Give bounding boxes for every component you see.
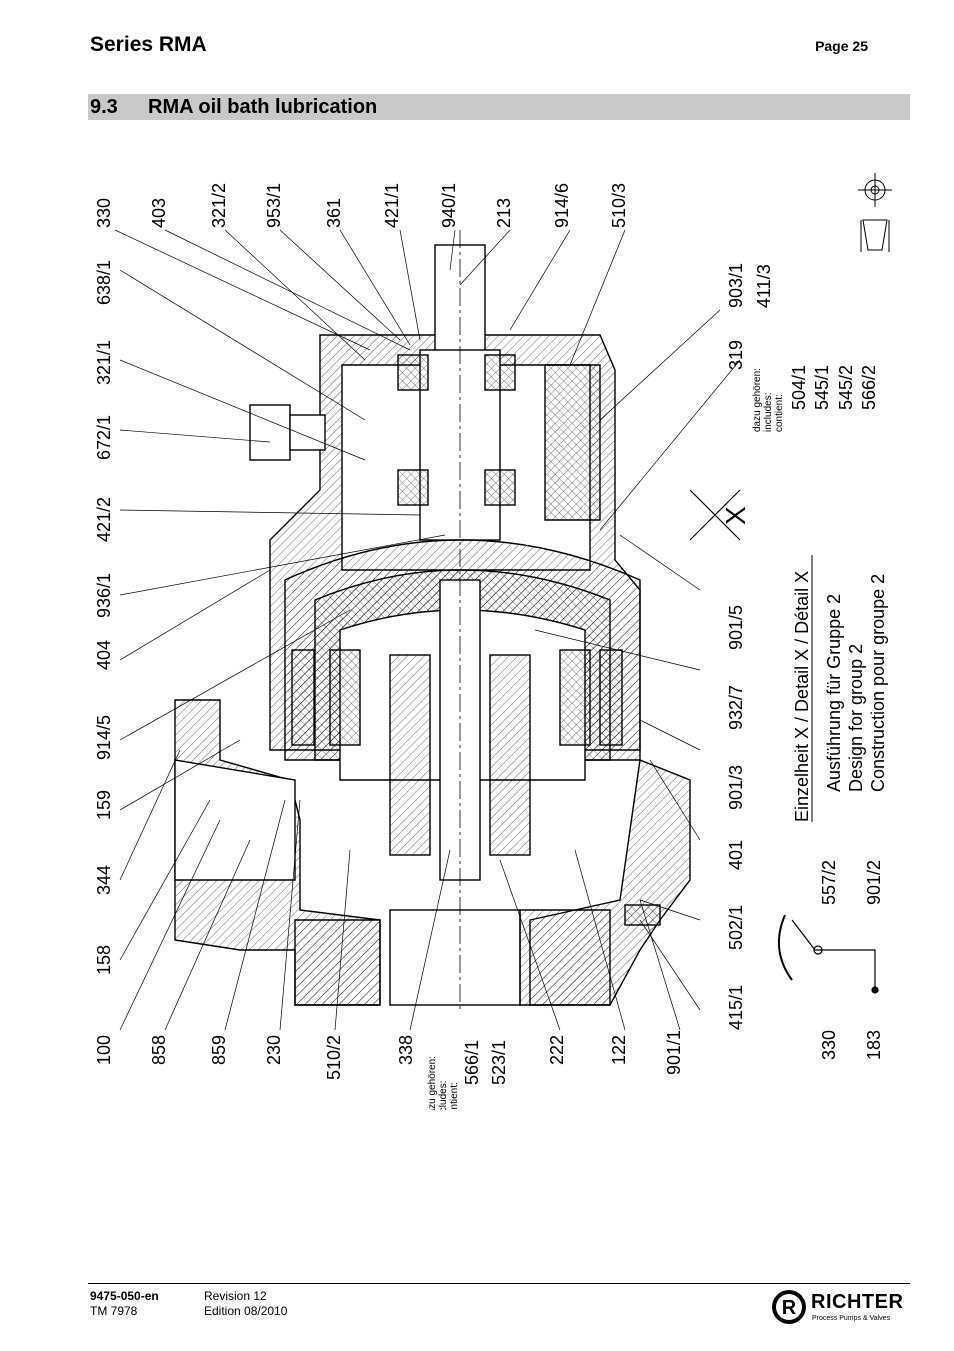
- part-label-100: 100: [94, 1035, 114, 1065]
- section-heading-bar: 9.3 RMA oil bath lubrication: [88, 94, 910, 120]
- part-label-510-2: 510/2: [324, 1035, 344, 1080]
- kit-includes-label-de: dazu gehören:: [752, 368, 763, 432]
- logo-name: RICHTER: [811, 1291, 904, 1313]
- includes-label-en: includes:: [438, 1081, 449, 1110]
- part-label-122: 122: [609, 1035, 629, 1065]
- kit-includes-label-en: includes:: [763, 393, 774, 432]
- part-label-415-1: 415/1: [726, 985, 746, 1030]
- includes-label-fr: contient:: [449, 1082, 460, 1110]
- part-label-523-1: 523/1: [489, 1040, 509, 1085]
- part-label-903-1: 903/1: [726, 263, 746, 308]
- section-number: 9.3: [90, 96, 118, 118]
- part-label-159: 159: [94, 790, 114, 820]
- part-label-330-detail: 330: [819, 1030, 839, 1060]
- part-label-338: 338: [396, 1035, 416, 1065]
- part-label-545-2: 545/2: [836, 365, 856, 410]
- part-label-502-1: 502/1: [726, 905, 746, 950]
- detail-marker: X: [720, 506, 751, 525]
- part-label-566-1: 566/1: [462, 1040, 482, 1085]
- part-label-901-5: 901/5: [726, 605, 746, 650]
- pump-cross-section: [174, 244, 691, 1006]
- part-label-213: 213: [494, 198, 514, 228]
- part-label-321-1: 321/1: [94, 340, 114, 385]
- part-label-932-7: 932/7: [726, 685, 746, 730]
- part-label-914-5: 914/5: [94, 715, 114, 760]
- detail-title: Einzelheit X / Detail X / Détail X: [792, 571, 812, 822]
- sectional-drawing: 330 403 321/2 953/1 361 421/1 940/1 213 …: [94, 173, 892, 1110]
- logo-mark-letter: R: [782, 1297, 797, 1319]
- part-label-401: 401: [726, 840, 746, 870]
- part-label-421-2: 421/2: [94, 497, 114, 542]
- part-label-566-2: 566/2: [859, 365, 879, 410]
- detail-line-fr: Construction pour groupe 2: [868, 574, 888, 792]
- part-label-545-1: 545/1: [812, 365, 832, 410]
- part-label-901-3: 901/3: [726, 765, 746, 810]
- footer-edition: Edition 08/2010: [204, 1304, 288, 1318]
- richter-logo-mark: R: [772, 1290, 806, 1324]
- page-number: Page 25: [815, 38, 868, 54]
- projection-symbol: [858, 173, 892, 252]
- leader-lines: [114, 229, 741, 1031]
- section-title: RMA oil bath lubrication: [148, 96, 378, 118]
- part-label-344: 344: [94, 865, 114, 895]
- part-label-914-6: 914/6: [552, 183, 572, 228]
- part-label-421-1: 421/1: [382, 183, 402, 228]
- richter-logo: R RICHTER Process Pumps & Valves: [771, 1287, 911, 1331]
- part-label-230: 230: [264, 1035, 284, 1065]
- part-label-557-2: 557/2: [819, 860, 839, 905]
- detail-x-sketch: [689, 489, 879, 994]
- kit-includes-label-fr: contient:: [774, 394, 785, 432]
- part-label-330: 330: [94, 198, 114, 228]
- part-label-510-3: 510/3: [609, 183, 629, 228]
- part-label-321-2: 321/2: [209, 183, 229, 228]
- part-label-638-1: 638/1: [94, 260, 114, 305]
- part-label-901-2: 901/2: [864, 860, 884, 905]
- detail-line-en: Design for group 2: [846, 644, 866, 792]
- part-label-411-3: 411/3: [754, 264, 774, 308]
- part-label-404: 404: [94, 640, 114, 670]
- part-label-183: 183: [864, 1030, 884, 1060]
- detail-line-de: Ausführung für Gruppe 2: [824, 594, 844, 792]
- part-label-319: 319: [726, 340, 746, 370]
- part-label-940-1: 940/1: [439, 183, 459, 228]
- includes-label-de: dazu gehören:: [427, 1056, 438, 1110]
- footer-doc-number: 9475-050-en: [90, 1289, 159, 1303]
- part-label-158: 158: [94, 945, 114, 975]
- page-header-title: Series RMA: [90, 33, 207, 56]
- part-label-672-1: 672/1: [94, 415, 114, 460]
- part-label-361: 361: [324, 198, 344, 228]
- part-label-936-1: 936/1: [94, 573, 114, 618]
- part-label-504-1: 504/1: [789, 365, 809, 410]
- part-label-858: 858: [149, 1035, 169, 1065]
- footer-rule: [88, 1283, 910, 1284]
- part-label-222: 222: [547, 1035, 567, 1065]
- part-label-403: 403: [149, 198, 169, 228]
- part-label-859: 859: [209, 1035, 229, 1065]
- part-label-901-1: 901/1: [664, 1030, 684, 1075]
- logo-tagline: Process Pumps & Valves: [812, 1315, 891, 1322]
- part-label-953-1: 953/1: [264, 183, 284, 228]
- footer-tm-number: TM 7978: [90, 1304, 138, 1318]
- footer-revision: Revision 12: [204, 1289, 267, 1303]
